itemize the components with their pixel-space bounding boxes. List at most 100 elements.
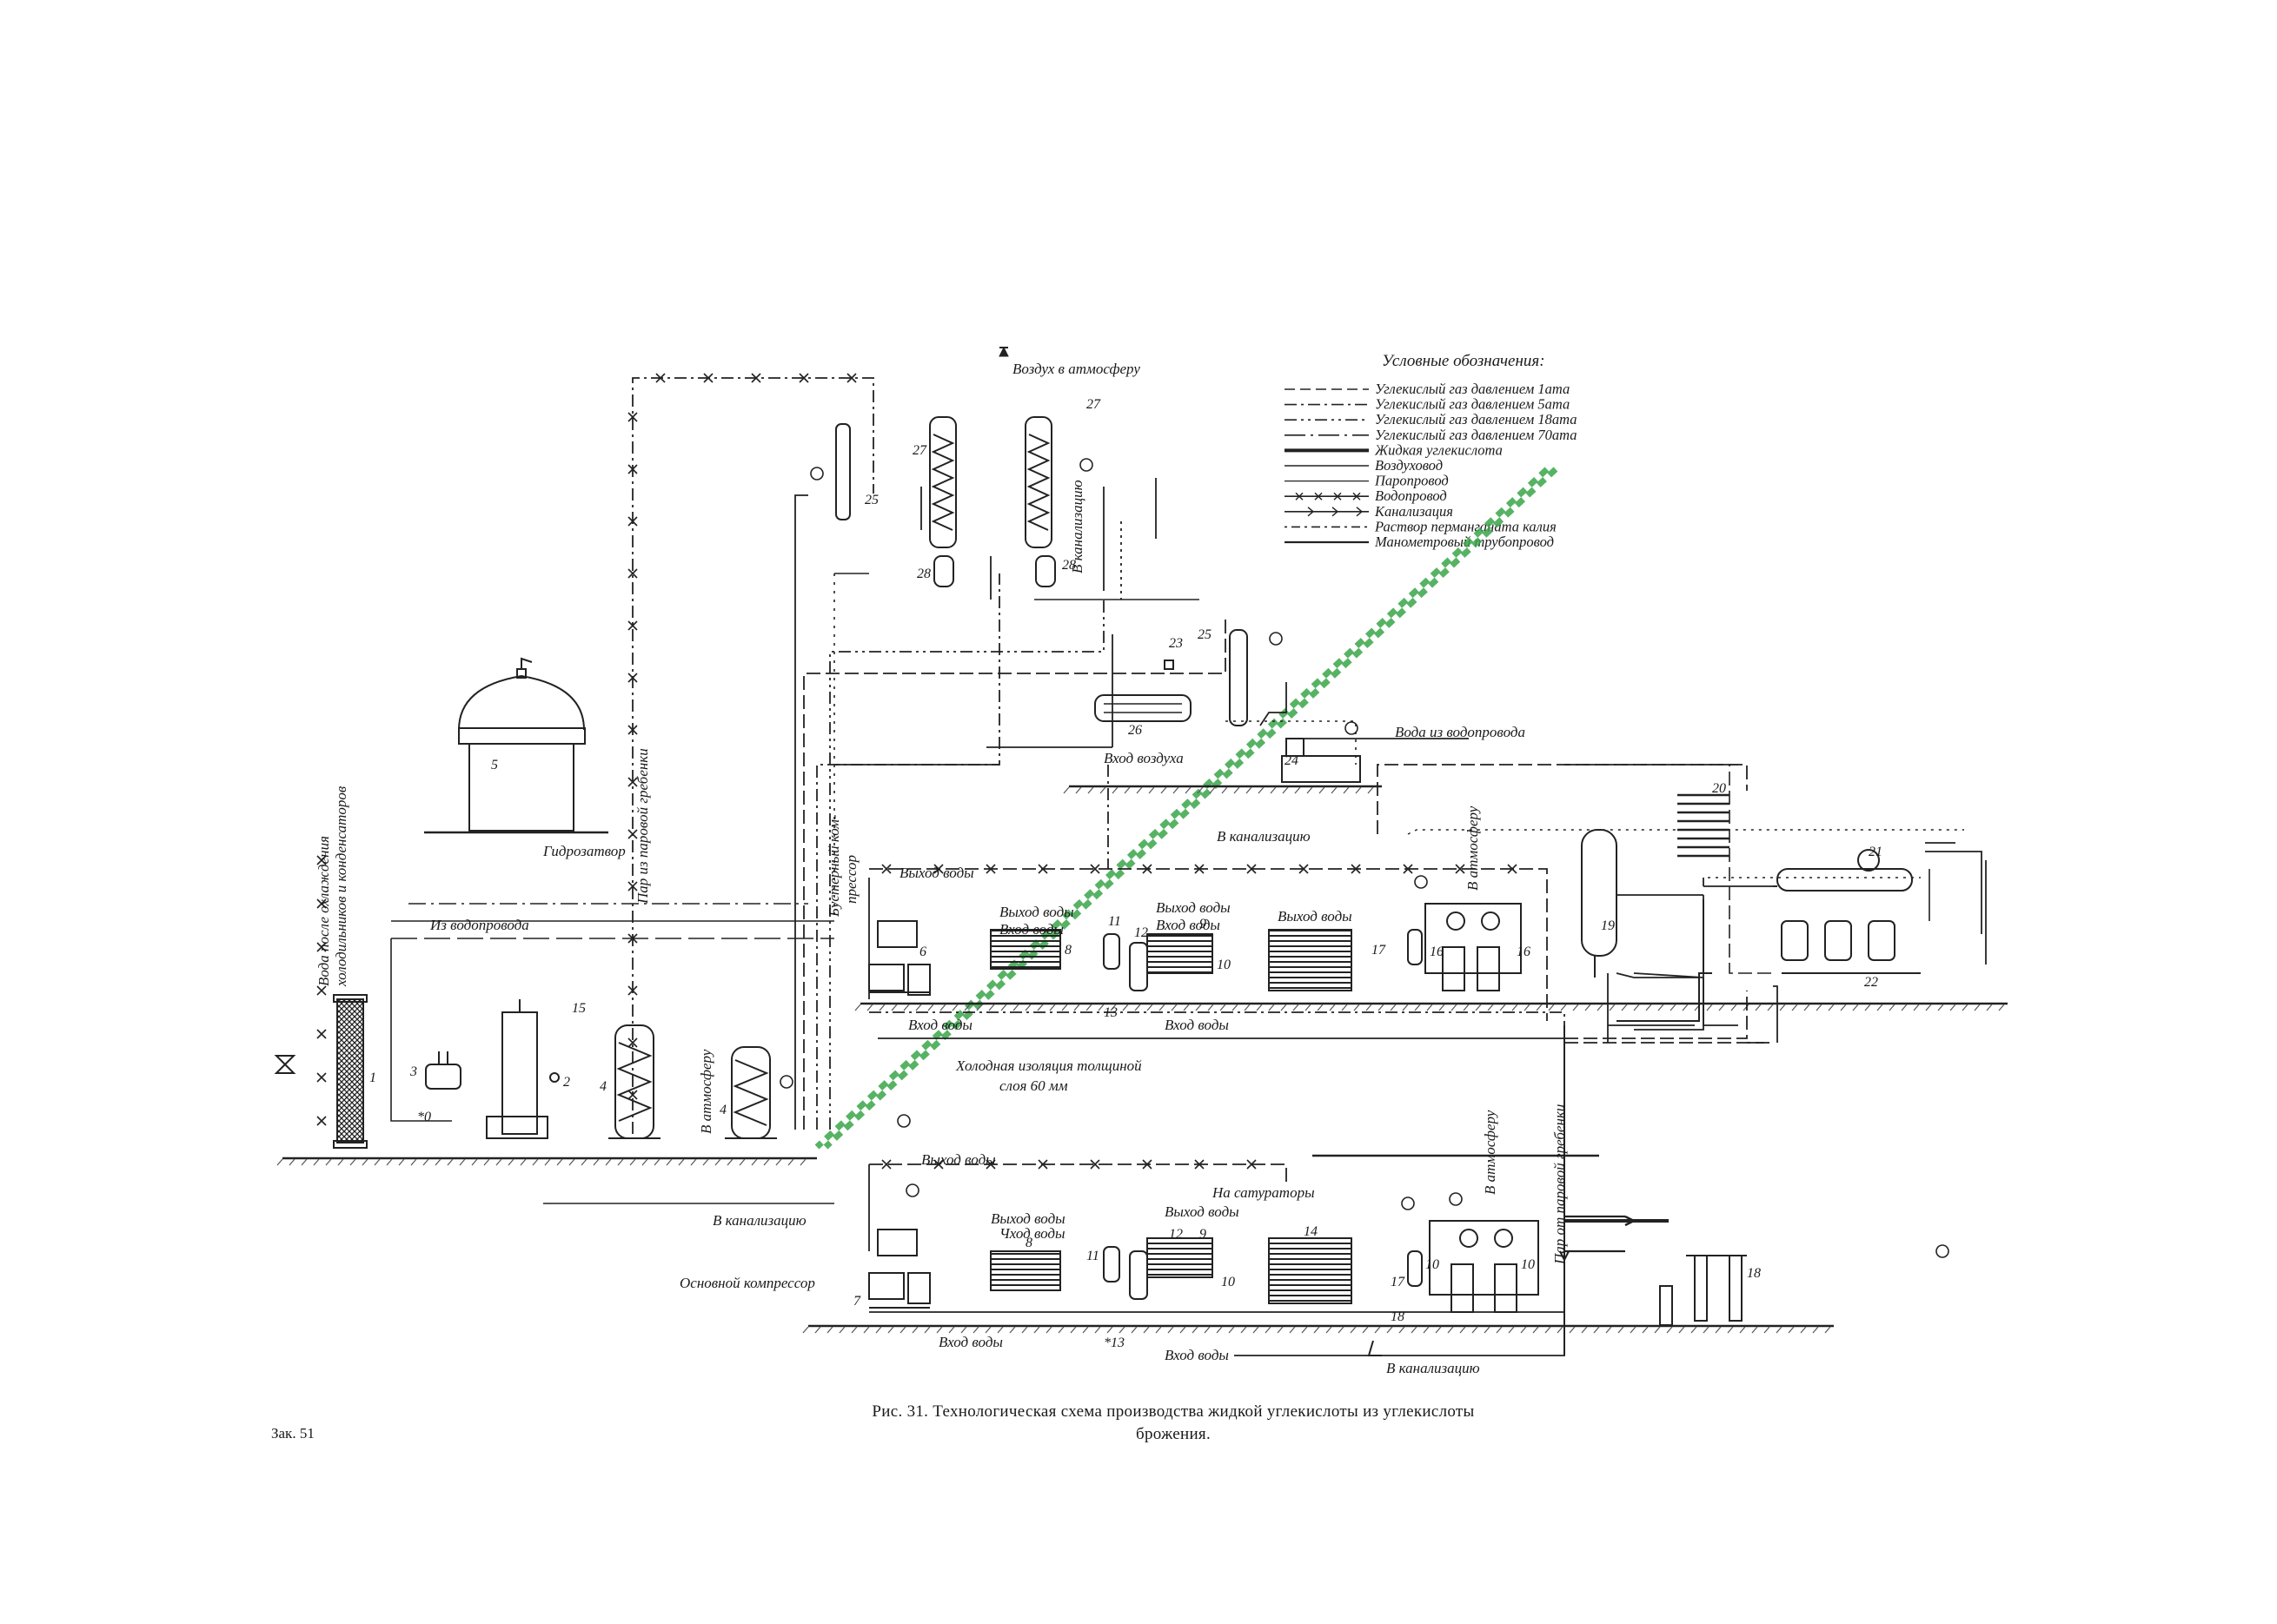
pipe-cross-mark [881,1159,892,1170]
num-13a: 13 [1104,1005,1118,1020]
ground-hatch [702,1158,709,1166]
label-water-out-1: Выход воды [900,865,974,881]
ground-hatch [1289,1326,1296,1334]
ground-hatch [1179,1326,1186,1334]
ground-hatch [1106,1326,1113,1334]
num-12b: 12 [1169,1227,1183,1242]
legend-cross-mark [1333,492,1342,500]
ground-hatch [1265,1326,1271,1334]
ground-hatch [1158,1004,1165,1011]
label-booster-compressor-2: прессор [843,855,860,904]
num-17b: 17 [1391,1275,1405,1289]
equipment-vessel-19 [1581,829,1617,978]
ground-hatch [1280,1004,1287,1011]
ground-hatch [891,1004,898,1011]
ground-hatch [1459,1326,1466,1334]
ground-hatch [1803,1004,1810,1011]
ground-hatch [960,1326,967,1334]
equipment-17-lower [1407,1250,1423,1287]
label-water-in-5: Вход воды [939,1334,1003,1350]
label-water-in-alt: Чход воды [999,1225,1065,1242]
num-3: 3 [409,1064,417,1079]
equipment-tank-21 [1776,849,1921,974]
ground-hatch [763,1158,770,1166]
ground-hatch [1484,1326,1490,1334]
pipe-cross-mark [627,725,638,735]
equipment-main-compressor-7 [868,1229,931,1309]
num-15: 15 [572,1001,586,1016]
equipment-17-upper [1407,929,1423,965]
ground-hatch [1718,1004,1725,1011]
pipe-cross-mark [627,568,638,579]
manometer-gauge [1449,1192,1463,1206]
ground-hatch [1471,1326,1478,1334]
pipe-cross-mark [627,1037,638,1048]
pipe-cross-mark [751,373,761,383]
ground-hatch [556,1158,563,1166]
ground-hatch [1195,1004,1202,1011]
ground-hatch [939,1004,946,1011]
equipment-evaporator-20 [1677,793,1729,858]
ground-hatch [1597,1004,1603,1011]
label-water-out-5: Выход воды [921,1151,996,1168]
label-air-inlet: Вход воздуха [1104,750,1184,766]
ground-hatch [520,1158,527,1166]
ground-hatch [410,1158,417,1166]
pipe-cross-mark [316,898,327,909]
label-from-water-supply: Из водопровода [429,917,529,933]
ground-hatch [1362,1326,1369,1334]
ground-hatch [1219,1004,1226,1011]
pipe-cross-mark [933,1159,944,1170]
ground-hatch [900,1326,906,1334]
ground-hatch [1136,786,1143,794]
ground-hatch [1353,1004,1360,1011]
num-24: 24 [1285,753,1298,768]
ground-hatch [471,1158,478,1166]
manometer-gauge [1344,721,1358,735]
ground-hatch [1727,1326,1734,1334]
ground-hatch [1329,1004,1336,1011]
ground-hatch [1386,1326,1393,1334]
equipment-separator-28b [1035,555,1056,587]
ground-hatch [1548,1004,1555,1011]
legend-label-5: Воздуховод [1375,457,1443,474]
equipment-cylinders-18 [1659,1255,1747,1326]
pipe-cross-mark [1507,864,1517,874]
ground-hatch [1058,1326,1065,1334]
ground-hatch [1277,1326,1284,1334]
pipe-cross-mark [316,985,327,996]
ground-hatch [1678,1326,1685,1334]
ground-hatch [1160,786,1167,794]
ground-hatch [1185,786,1192,794]
label-water-in-1: Вход воды [999,921,1064,938]
num-2: 2 [563,1075,570,1090]
manometer-gauge [1079,458,1093,472]
pipe-cross-mark [1351,864,1361,874]
num-6: 6 [919,945,926,959]
label-water-in-6: Вход воды [1165,1347,1229,1363]
ground-hatch [1365,1004,1372,1011]
ground-hatch [1605,1326,1612,1334]
equipment-gasholder-5 [424,657,608,834]
ground-hatch [1112,786,1119,794]
equipment-drier-26 [1094,694,1192,722]
ground-hatch [1094,1326,1101,1334]
num-10a: 10 [1217,958,1231,972]
ground-hatch [1703,1326,1709,1334]
pipe-cross-mark [316,855,327,865]
ground-hatch [1572,1004,1579,1011]
ground-hatch [1258,786,1265,794]
ground-hatch [1925,1004,1932,1011]
equipment-numbers: 1 2 3 4 4 5 6 7 8 8 9 9 10 10 10 10 11 1… [369,397,1882,1350]
pipe-cross-mark [627,620,638,631]
label-to-sewer-left: В канализацию [713,1212,807,1229]
ground-hatch [1557,1326,1563,1334]
ground-hatch [325,1158,332,1166]
ground-hatch [1544,1326,1551,1334]
ground-hatch [1313,1326,1320,1334]
ground-hatch [1654,1326,1661,1334]
ground-hatch [1207,1004,1214,1011]
pipe-cross-mark [986,864,996,874]
pipe-cross-mark [1403,864,1413,874]
pipe-cross-mark [627,777,638,787]
